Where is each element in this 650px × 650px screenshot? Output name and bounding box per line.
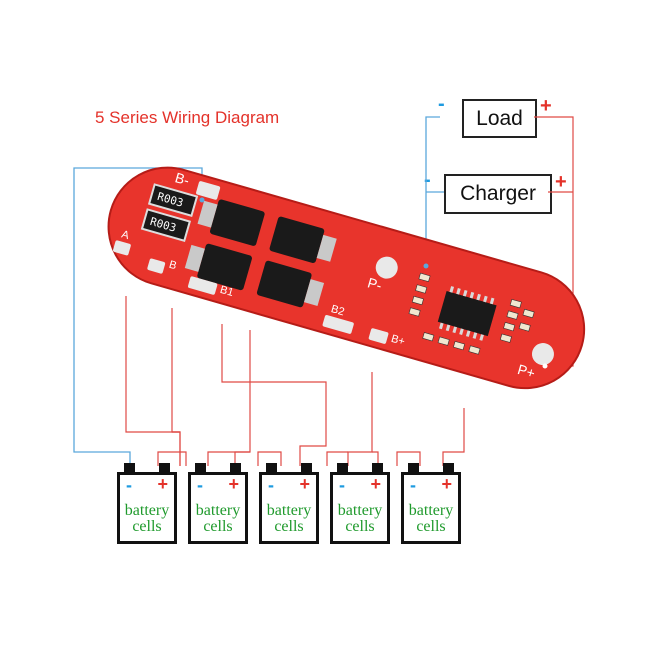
pad-label-b: B [168, 259, 178, 273]
wire-b-plus [442, 408, 465, 466]
pad-label-b-plus: B+ [390, 333, 407, 348]
wire-cell1-cell2 [157, 451, 187, 466]
cell-4-negative-terminal [337, 463, 348, 473]
cell-5-label: battery cells [404, 503, 458, 535]
cell-4-label: battery cells [333, 503, 387, 535]
solder-pads [113, 181, 554, 366]
wire-cell3-cell4 [326, 451, 348, 466]
battery-cell-1: - + battery cells [117, 463, 177, 544]
cell-1-label-line2: cells [132, 518, 162, 535]
pad-label-b-minus: B- [173, 169, 191, 188]
cell-4-negative-sign: - [339, 475, 345, 495]
load-positive-sign: + [540, 95, 552, 117]
cell-3-negative-terminal [266, 463, 277, 473]
p-minus-connection-dot [423, 263, 429, 269]
wire-b2-a [347, 372, 373, 466]
charger-positive-sign: + [555, 171, 567, 193]
wire-b2-b [372, 451, 379, 466]
resistor-1 [147, 183, 199, 218]
mosfet-tab-3 [184, 244, 205, 272]
cell-1-positive-terminal [159, 463, 170, 473]
cell-5-label-line1: battery [408, 502, 454, 519]
pad-label-p-plus: P+ [516, 361, 537, 381]
cell-2-label: battery cells [191, 503, 245, 535]
cell-5-label-line2: cells [416, 518, 446, 535]
cell-2-negative-sign: - [197, 475, 203, 495]
mosfet-3 [197, 243, 252, 291]
pad-label-b2: B2 [330, 303, 346, 318]
wire-cell4-cell5 [396, 451, 421, 466]
load-label: Load [476, 106, 523, 130]
wire-b1-a [221, 324, 327, 466]
smd-components [408, 272, 535, 355]
mosfet-tab-1 [197, 200, 218, 228]
wire-b [171, 308, 180, 433]
cell-1-negative-terminal [124, 463, 135, 473]
cell-4-positive-sign: + [370, 474, 381, 494]
cell-3-positive-terminal [301, 463, 312, 473]
mosfet-2 [269, 216, 325, 264]
load-box: Load [462, 99, 537, 138]
cell-3-label: battery cells [262, 503, 316, 535]
battery-cell-2: - + battery cells [188, 463, 248, 544]
battery-cell-3: - + battery cells [259, 463, 319, 544]
pad-label-p-minus: P- [366, 274, 384, 293]
cell-3-label-line1: battery [266, 502, 312, 519]
negative-wires [73, 116, 444, 466]
cell-5-negative-sign: - [410, 475, 416, 495]
p-plus-connection-dot [542, 363, 548, 369]
charger-negative-sign: - [424, 169, 431, 191]
cell-2-positive-sign: + [228, 474, 239, 494]
wire-load-negative [425, 116, 440, 266]
cell-5-positive-sign: + [441, 474, 452, 494]
pad-label-b1: B1 [219, 284, 235, 299]
cell-5-positive-terminal [443, 463, 454, 473]
wire-b-junction-1 [172, 431, 181, 466]
pcb-board: R003 R003 [107, 166, 586, 390]
cell-3-positive-sign: + [299, 474, 310, 494]
cell-3-label-line2: cells [274, 518, 304, 535]
cell-2-negative-terminal [195, 463, 206, 473]
cell-2-label-line2: cells [203, 518, 233, 535]
cell-3-negative-sign: - [268, 475, 274, 495]
b-minus-connection-dot [199, 197, 205, 203]
load-negative-sign: - [438, 93, 445, 115]
wire-cell2-cell3 [257, 451, 282, 466]
charger-label: Charger [460, 182, 536, 205]
battery-cell-4: - + battery cells [330, 463, 390, 544]
cell-2-positive-terminal [230, 463, 241, 473]
wire-b1-c [234, 451, 250, 466]
cell-4-label-line1: battery [337, 502, 383, 519]
mosfet-1 [210, 199, 265, 246]
cell-1-label: battery cells [120, 503, 174, 535]
positive-wires [125, 116, 574, 466]
mosfet-tab-4 [304, 279, 325, 307]
cell-5-negative-terminal [408, 463, 419, 473]
mosfet-tab-2 [316, 234, 337, 262]
cell-1-positive-sign: + [157, 474, 168, 494]
wire-b-minus [73, 167, 203, 466]
resistor-2 [140, 208, 192, 243]
cell-2-label-line1: battery [195, 502, 241, 519]
charger-box: Charger [444, 174, 552, 214]
diagram-title: 5 Series Wiring Diagram [95, 108, 280, 127]
cell-1-label-line1: battery [124, 502, 170, 519]
cell-4-label-line2: cells [345, 518, 375, 535]
control-ic [437, 291, 497, 337]
cell-4-positive-terminal [372, 463, 383, 473]
mosfet-4 [256, 260, 312, 308]
cell-1-negative-sign: - [126, 475, 132, 495]
ic-pins [439, 286, 495, 341]
pad-label-a: A [120, 229, 131, 243]
wire-b1-b [207, 330, 251, 466]
battery-cell-5: - + battery cells [401, 463, 461, 544]
